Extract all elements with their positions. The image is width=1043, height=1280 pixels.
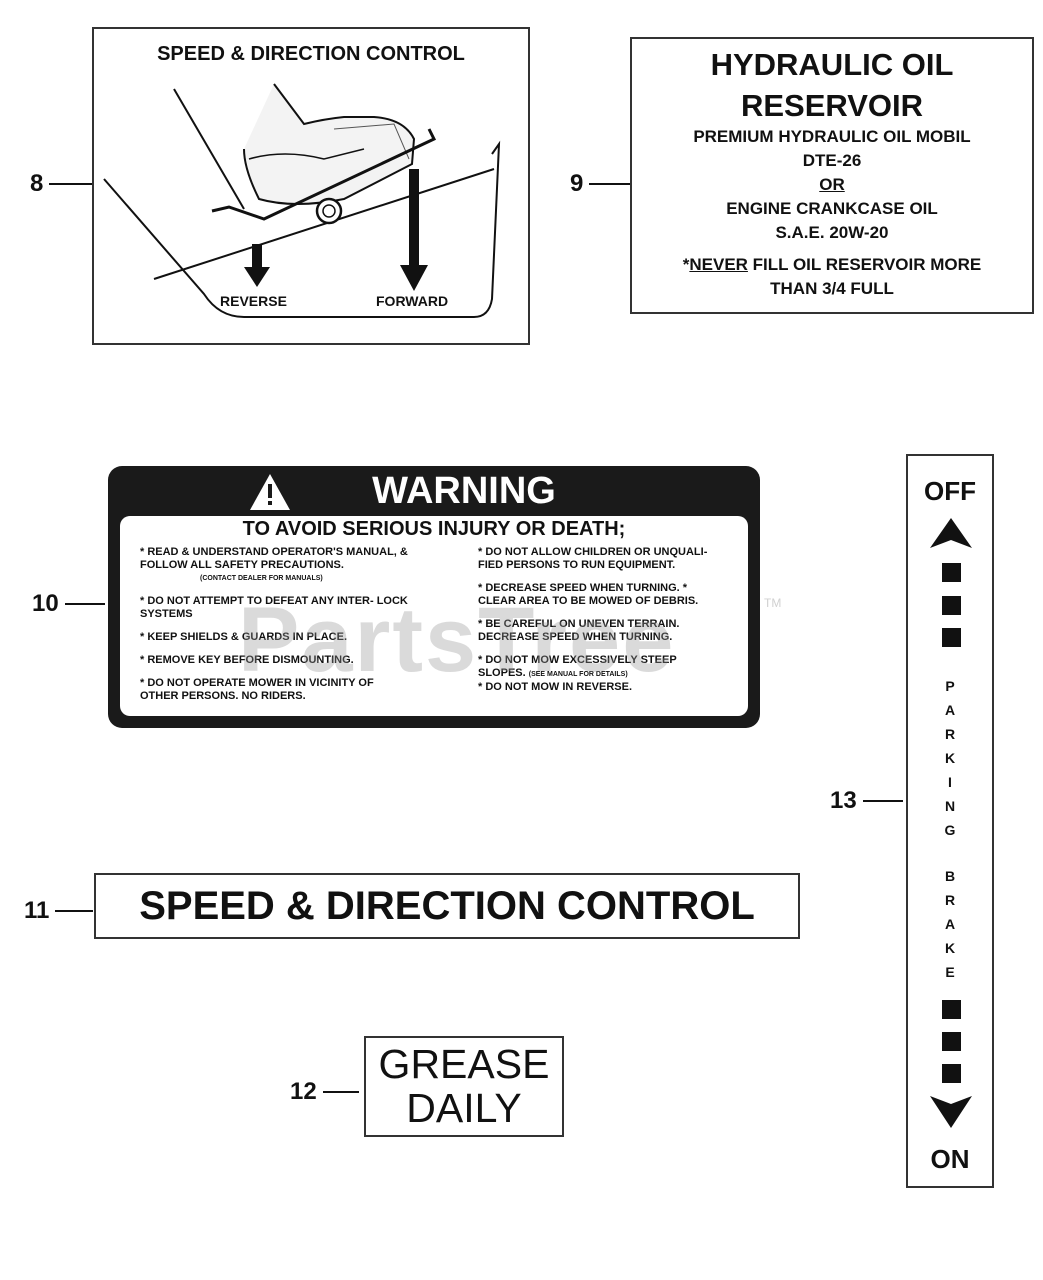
warning-item-text: * DO NOT MOW IN REVERSE. [478,681,633,693]
decal-title-line2: RESERVOIR [740,88,924,123]
indicator-square [942,563,961,582]
oil-grade: DTE-26 [802,151,862,170]
indicator-square [942,596,961,615]
warning-item: * REMOVE KEY BEFORE DISMOUNTING. [140,654,410,667]
or-text: OR [819,175,845,194]
callout-9: 9 [570,170,636,198]
vertical-letter: R [944,726,956,742]
warning-item-text: * READ & UNDERSTAND OPERATOR'S MANUAL, &… [140,546,408,571]
warning-left-column: * READ & UNDERSTAND OPERATOR'S MANUAL, &… [140,546,410,713]
alt-oil-grade: S.A.E. 20W-20 [775,223,889,242]
decal-title: SPEED & DIRECTION CONTROL [157,43,465,65]
parking-brake-decal: OFF P A R K I N G B R A K E ON [906,454,994,1188]
never-text: NEVER [689,255,748,274]
warning-item-note: (SEE MANUAL FOR DETAILS) [528,671,628,678]
warning-body: TO AVOID SERIOUS INJURY OR DEATH; * READ… [120,516,748,716]
daily-text: DAILY [406,1085,522,1131]
warning-decal: WARNING TO AVOID SERIOUS INJURY OR DEATH… [108,466,760,728]
indicator-square [942,1032,961,1051]
warning-item-text: * REMOVE KEY BEFORE DISMOUNTING. [140,654,354,666]
warning-item: * DO NOT MOW EXCESSIVELY STEEP SLOPES. (… [478,654,708,681]
arrow-up-icon [930,518,972,548]
warning-item-text: * DECREASE SPEED WHEN TURNING. * CLEAR A… [478,582,699,607]
speed-direction-decal-diagram: SPEED & DIRECTION CONTROL REVERSE FORWAR… [92,27,530,345]
warning-item: * DO NOT OPERATE MOWER IN VICINITY OF OT… [140,677,410,703]
warning-item: * DECREASE SPEED WHEN TURNING. * CLEAR A… [478,582,708,608]
speed-direction-label-decal: SPEED & DIRECTION CONTROL [94,873,800,939]
warning-item-text: * BE CAREFUL ON UNEVEN TERRAIN. DECREASE… [478,618,680,643]
grease-daily-decal: GREASE DAILY [364,1036,564,1137]
callout-12: 12 [290,1078,359,1106]
off-label: OFF [924,476,976,506]
warning-item-note: (CONTACT DEALER FOR MANUALS) [200,575,323,582]
callout-label: 9 [570,170,584,197]
warning-subtitle: TO AVOID SERIOUS INJURY OR DEATH; [242,518,626,540]
warning-item: * DO NOT MOW IN REVERSE. [478,681,708,694]
vertical-letter: I [948,774,952,790]
indicator-square [942,1000,961,1019]
callout-11: 11 [24,897,94,925]
callout-10: 10 [32,590,105,618]
vertical-letter: K [944,750,956,766]
warning-header-text: WARNING [372,470,556,512]
fill-limit: THAN 3/4 FULL [770,279,894,298]
warning-rest: FILL OIL RESERVOIR MORE [747,255,982,274]
warning-item: * DO NOT ATTEMPT TO DEFEAT ANY INTER- LO… [140,595,410,621]
asterisk: * [682,255,690,274]
vertical-letter: K [944,940,956,956]
arrow-down-icon [930,1096,972,1128]
decal-title-line1: HYDRAULIC OIL [710,47,954,82]
warning-item-text: * KEEP SHIELDS & GUARDS IN PLACE. [140,631,347,643]
vertical-letter: A [944,702,956,718]
warning-right-column: * DO NOT ALLOW CHILDREN OR UNQUALI- FIED… [478,546,708,704]
warning-item-text: * DO NOT OPERATE MOWER IN VICINITY OF OT… [140,677,374,702]
vertical-letter: R [944,892,956,908]
vertical-letter: A [944,916,956,932]
vertical-letter: G [944,822,956,838]
fill-warning: *NEVER FILL OIL RESERVOIR MORE [632,253,1032,277]
on-label: ON [930,1144,970,1174]
warning-item: * READ & UNDERSTAND OPERATOR'S MANUAL, &… [140,546,410,585]
grease-text: GREASE [378,1041,550,1087]
reverse-label: REVERSE [220,293,287,309]
pedal-illustration [103,83,501,318]
callout-8: 8 [30,170,96,198]
callout-label: 10 [32,590,59,617]
watermark-tm: TM [764,596,782,610]
indicator-square [942,628,961,647]
warning-triangle-icon [250,474,290,510]
hydraulic-oil-decal: HYDRAULIC OIL RESERVOIR PREMIUM HYDRAULI… [630,37,1034,314]
callout-13: 13 [830,787,903,815]
vertical-letter: N [944,798,956,814]
warning-item-text: * DO NOT ATTEMPT TO DEFEAT ANY INTER- LO… [140,595,408,620]
vertical-letter: P [945,678,955,694]
warning-item-text: * DO NOT ALLOW CHILDREN OR UNQUALI- FIED… [478,546,708,571]
warning-item-text: * DO NOT MOW EXCESSIVELY STEEP SLOPES. [478,654,677,679]
vertical-letter: E [945,964,955,980]
callout-label: 12 [290,1078,317,1105]
indicator-square [942,1064,961,1083]
oil-type: PREMIUM HYDRAULIC OIL MOBIL [693,127,971,146]
alt-oil: ENGINE CRANKCASE OIL [726,199,938,218]
partstree-watermark: PartsTree [238,589,676,691]
warning-item: * DO NOT ALLOW CHILDREN OR UNQUALI- FIED… [478,546,708,572]
warning-item: * KEEP SHIELDS & GUARDS IN PLACE. [140,631,410,644]
callout-label: 13 [830,787,857,814]
callout-label: 11 [24,897,50,924]
forward-label: FORWARD [376,293,449,309]
callout-label: 8 [30,170,44,197]
vertical-letter: B [944,868,956,884]
warning-header: WARNING [108,468,760,514]
warning-item: * BE CAREFUL ON UNEVEN TERRAIN. DECREASE… [478,618,708,644]
